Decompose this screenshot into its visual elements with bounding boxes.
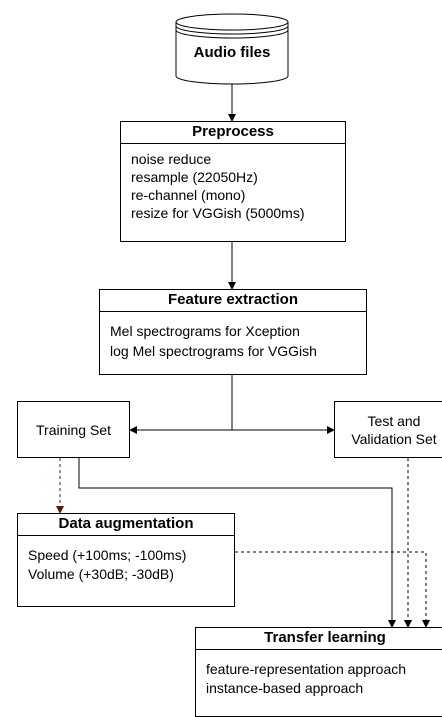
preprocess-step-resample: resample (22050Hz): [131, 169, 258, 185]
preprocess-title: Preprocess: [121, 122, 345, 144]
feature-extraction-box: Feature extraction Mel spectrograms for …: [99, 289, 367, 375]
arrow-training-to-transfer: [78, 458, 396, 628]
feature-vggish: log Mel spectrograms for VGGish: [110, 343, 317, 359]
arrow-augmentation-to-transfer: [235, 551, 430, 628]
audio-files-cylinder: [175, 13, 289, 85]
preprocess-box: Preprocess noise reduce resample (22050H…: [120, 121, 346, 242]
audio-files-label: Audio files: [193, 44, 271, 61]
training-set-box: Training Set: [17, 401, 130, 458]
test-validation-label-2: Validation Set: [351, 430, 437, 447]
test-validation-box: Test and Validation Set: [334, 401, 442, 458]
transfer-instance-based: instance-based approach: [206, 680, 364, 696]
augmentation-speed: Speed (+100ms; -100ms): [28, 547, 187, 563]
data-augmentation-box: Data augmentation Speed (+100ms; -100ms)…: [17, 513, 235, 607]
test-validation-label-1: Test and: [367, 412, 421, 429]
preprocess-step-resize: resize for VGGish (5000ms): [131, 205, 305, 221]
transfer-learning-box: Transfer learning feature-representation…: [195, 627, 442, 717]
preprocess-step-noise: noise reduce: [131, 151, 212, 167]
training-set-label: Training Set: [36, 421, 111, 438]
feature-xception: Mel spectrograms for Xception: [110, 323, 300, 339]
preprocess-step-rechannel: re-channel (mono): [131, 187, 246, 203]
transfer-learning-title: Transfer learning: [196, 628, 442, 650]
transfer-feature-representation: feature-representation approach: [206, 661, 407, 677]
data-augmentation-title: Data augmentation: [18, 514, 234, 536]
feature-extraction-title: Feature extraction: [100, 290, 366, 312]
augmentation-volume: Volume (+30dB; -30dB): [28, 566, 174, 582]
